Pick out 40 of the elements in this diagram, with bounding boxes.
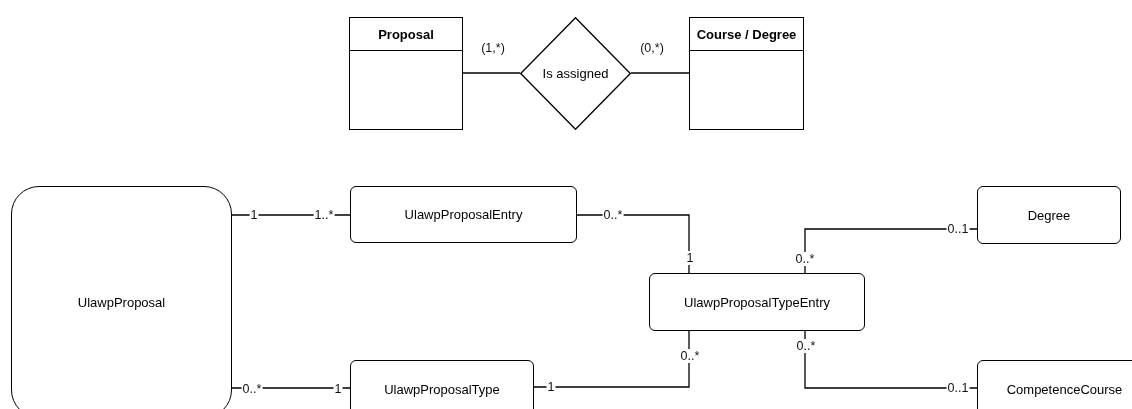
class-name: Degree [1027,207,1071,223]
entity-box [349,17,463,130]
multiplicity-label: (1,*) [480,41,506,55]
class-name: UlawpProposalEntry [404,207,523,222]
multiplicity-label: 0..* [602,208,624,222]
connector-line [804,330,978,389]
connector-line [533,330,690,388]
connector-line [462,72,521,74]
class-box [977,186,1121,244]
multiplicity-label: (0,*) [639,41,665,55]
class-name: CompetenceCourse [1006,381,1123,397]
relationship-diamond [520,17,631,130]
multiplicity-label: 0..* [679,349,701,363]
relationship-label: Is assigned [542,66,609,81]
connector-line [231,387,351,389]
entity-title: Course / Degree [696,26,797,42]
connector-line [630,72,690,74]
connector-line [576,214,690,274]
multiplicity-label: 0..* [241,382,263,396]
class-box [350,186,577,243]
class-box [350,360,534,409]
multiplicity-label: 1..* [313,208,335,222]
connector-line [231,214,351,216]
multiplicity-label: 1 [685,251,695,265]
entity-box [689,17,804,130]
class-name: UlawpProposalType [384,381,500,397]
multiplicity-label: 1 [333,382,343,396]
multiplicity-label: 0..1 [946,381,970,395]
entity-title: Proposal [378,26,434,42]
class-box [11,186,232,409]
class-name: UlawpProposal [77,294,166,310]
class-name: UlawpProposalTypeEntry [684,294,830,310]
multiplicity-label: 1 [249,208,259,222]
connector-line [804,228,978,274]
multiplicity-label: 0..1 [946,222,970,236]
multiplicity-label: 0..* [795,339,817,353]
class-box [977,360,1132,409]
multiplicity-label: 1 [546,380,556,394]
class-box [649,273,865,331]
multiplicity-label: 0..* [794,252,816,266]
